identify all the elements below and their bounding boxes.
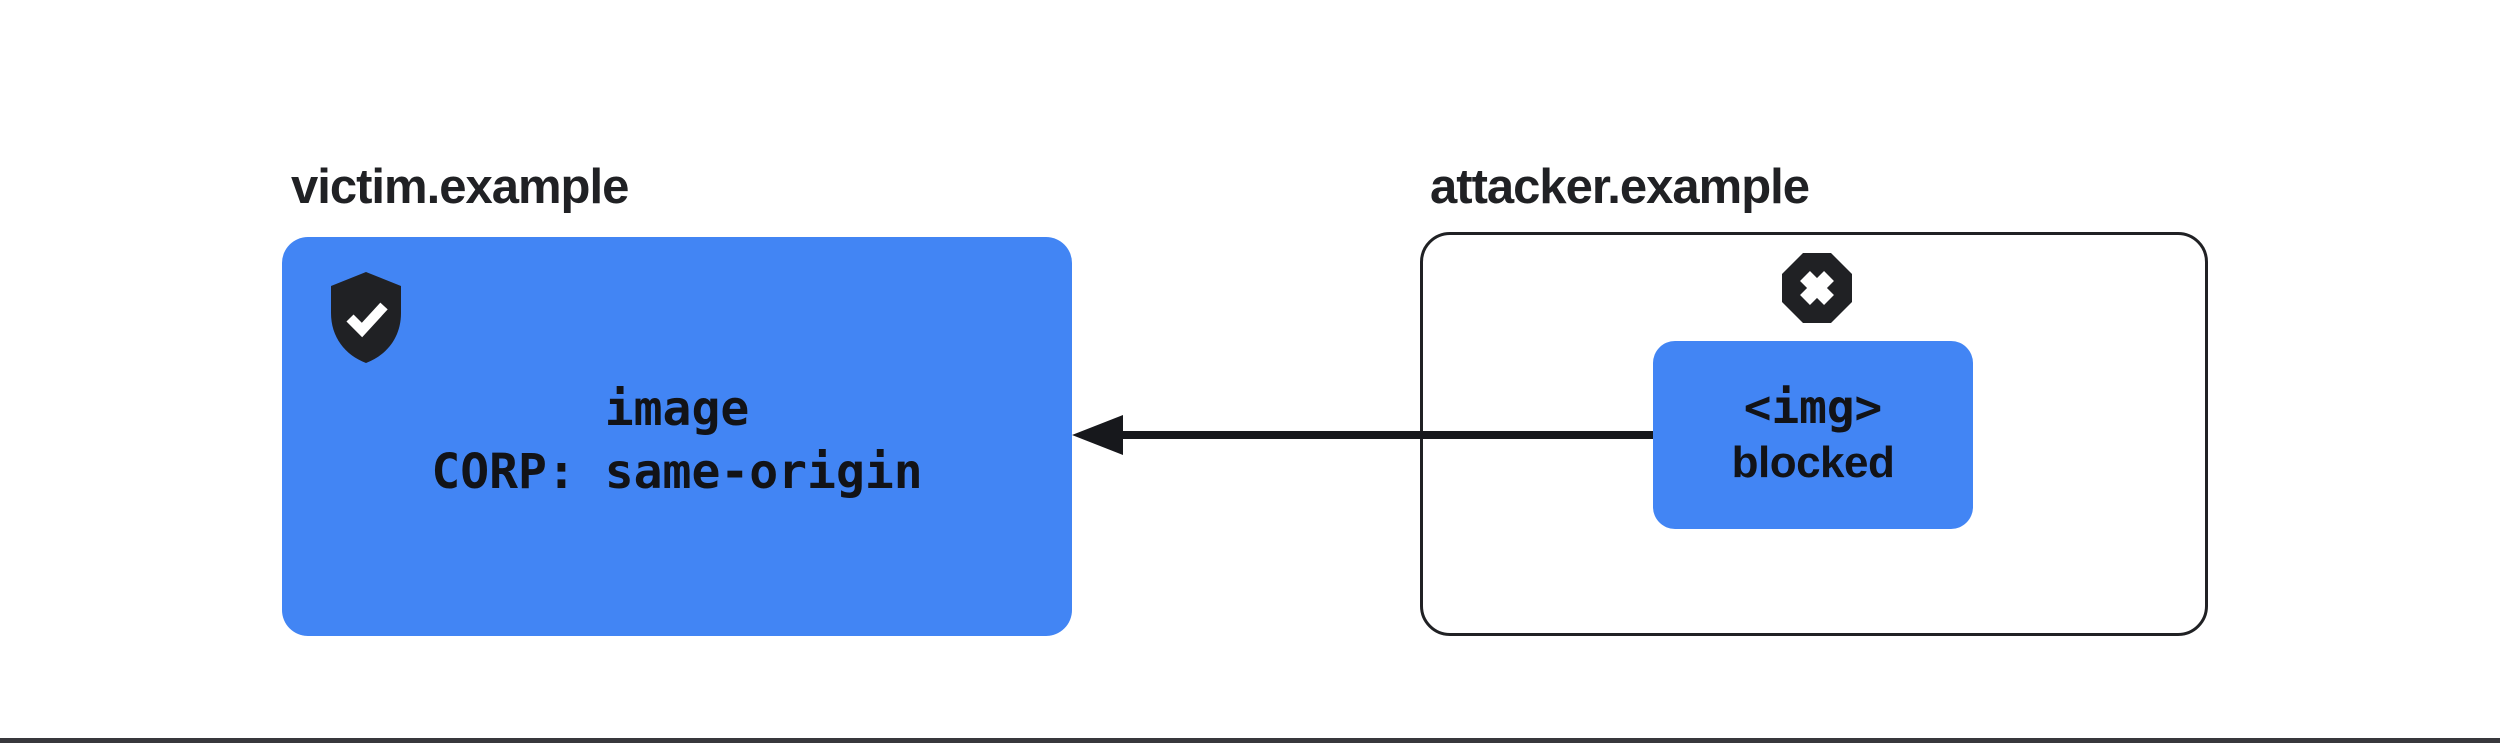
victim-resource-line2: CORP: same-origin bbox=[431, 443, 923, 500]
blocked-status-label: blocked bbox=[1731, 437, 1895, 487]
victim-resource-box: image CORP: same-origin bbox=[282, 237, 1072, 636]
blocked-octagon-x-icon bbox=[1782, 253, 1852, 323]
victim-resource-text: image CORP: same-origin bbox=[282, 237, 1072, 636]
victim-domain-label: victim.example bbox=[291, 160, 629, 214]
blocked-img-tag-label: <img> bbox=[1743, 379, 1883, 434]
request-arrow-line bbox=[1118, 431, 1653, 439]
victim-resource-line1: image bbox=[604, 380, 750, 437]
bottom-divider bbox=[0, 738, 2500, 743]
blocked-img-box: <img> blocked bbox=[1653, 341, 1973, 529]
shield-check-icon bbox=[331, 272, 401, 363]
attacker-domain-label: attacker.example bbox=[1430, 160, 1810, 214]
request-arrow-head bbox=[1072, 415, 1123, 455]
